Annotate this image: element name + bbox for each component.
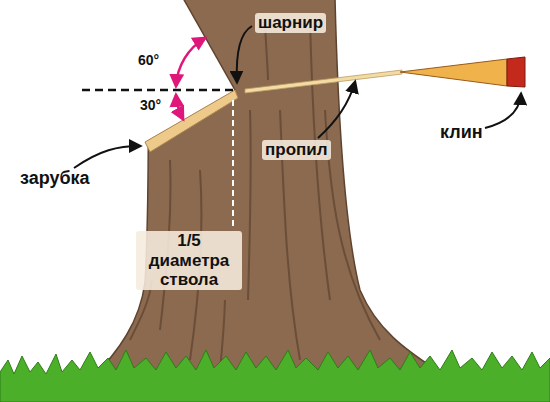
tree-trunk xyxy=(92,0,448,378)
part-label: клин xyxy=(440,122,483,143)
dimension-label: 1/5 диаметра ствола xyxy=(136,231,242,290)
notch-cutout xyxy=(110,0,235,142)
angle-arc-30 xyxy=(176,95,183,119)
wedge-head xyxy=(507,57,525,87)
angle-arc-60 xyxy=(176,38,205,86)
leader-backcut xyxy=(318,82,355,138)
vertical-guide-right xyxy=(232,100,234,228)
angle-label: 30° xyxy=(140,97,161,113)
part-label: зарубка xyxy=(20,168,90,189)
part-label: шарнир xyxy=(255,13,326,33)
vertical-guide-left xyxy=(140,150,142,228)
angle-label: 60° xyxy=(138,52,159,68)
grass xyxy=(0,350,550,402)
notch-upper-face xyxy=(183,0,235,90)
leader-hinge xyxy=(237,26,252,82)
part-label: пропил xyxy=(262,140,331,160)
wedge xyxy=(400,59,507,86)
back-cut xyxy=(245,70,402,93)
horizontal-guide xyxy=(82,89,235,92)
leader-wedge xyxy=(485,94,521,128)
leader-notch xyxy=(74,146,140,168)
